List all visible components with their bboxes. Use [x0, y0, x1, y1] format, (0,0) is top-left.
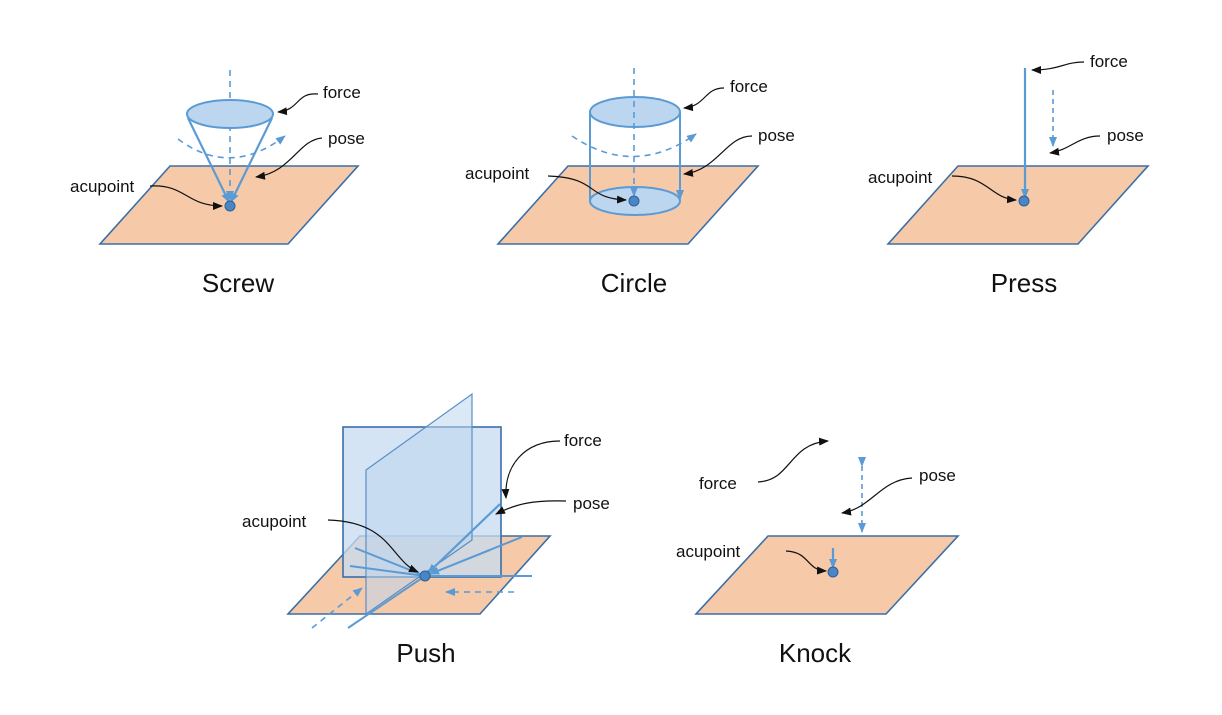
press-acupoint-dot	[1018, 195, 1030, 207]
knock-acupoint-label: acupoint	[676, 542, 741, 561]
push-force-arrow	[427, 503, 501, 574]
push-ray-2	[349, 565, 426, 577]
push-ray-5	[347, 575, 426, 629]
circle-panel: force pose acupoint Circle	[465, 68, 795, 298]
screw-acupoint-label: acupoint	[70, 177, 135, 196]
push-vertical-plane-diagonal	[365, 392, 473, 616]
push-ray-6	[429, 549, 491, 575]
screw-cone-right	[230, 117, 273, 203]
circle-cylinder-top	[589, 96, 681, 128]
knock-title: Knock	[779, 638, 852, 668]
knock-acupoint-callout	[785, 550, 827, 575]
circle-pose-label: pose	[758, 126, 795, 145]
push-pose-label: pose	[573, 494, 610, 513]
screw-rotation-arrow	[177, 135, 286, 159]
circle-acupoint-dot	[628, 195, 640, 207]
screw-panel: force pose acupoint Screw	[70, 70, 365, 298]
screw-title: Screw	[202, 268, 274, 298]
push-panel: force pose acupoint Push	[242, 392, 610, 668]
push-acupoint-label: acupoint	[242, 512, 307, 531]
press-pose-callout	[1049, 135, 1101, 156]
circle-force-label: force	[730, 77, 768, 96]
push-acupoint-callout	[327, 519, 419, 573]
knock-pose-callout	[841, 477, 913, 516]
screw-cone-left	[187, 117, 230, 203]
knock-force-callout	[757, 437, 829, 483]
circle-rotation-arrow	[571, 133, 697, 158]
circle-title: Circle	[601, 268, 667, 298]
screw-acupoint-callout	[149, 185, 223, 210]
press-title: Press	[991, 268, 1057, 298]
push-force-callout	[501, 440, 561, 499]
press-force-label: force	[1090, 52, 1128, 71]
knock-pose-label: pose	[919, 466, 956, 485]
press-pose-label: pose	[1107, 126, 1144, 145]
screw-force-label: force	[323, 83, 361, 102]
circle-force-callout	[683, 87, 725, 112]
press-panel: force pose acupoint Press	[868, 52, 1150, 298]
push-force-label: force	[564, 431, 602, 450]
push-title: Push	[396, 638, 455, 668]
press-acupoint-label: acupoint	[868, 168, 933, 187]
press-acupoint-callout	[951, 175, 1017, 204]
knock-force-label: force	[699, 474, 737, 493]
circle-pose-callout	[683, 135, 753, 177]
knock-acupoint-dot	[827, 566, 839, 578]
screw-force-callout	[277, 93, 319, 116]
knock-panel: force pose acupoint Knock	[676, 437, 960, 668]
circle-acupoint-callout	[547, 175, 627, 204]
screw-cone-top	[186, 99, 274, 129]
knock-skin-plane	[694, 535, 960, 615]
press-force-callout	[1031, 61, 1085, 74]
press-skin-plane	[886, 165, 1150, 245]
push-acupoint-dot	[419, 570, 431, 582]
screw-acupoint-dot	[224, 200, 236, 212]
screw-pose-label: pose	[328, 129, 365, 148]
screw-pose-callout	[255, 137, 323, 180]
circle-acupoint-label: acupoint	[465, 164, 530, 183]
push-pose-callout	[495, 500, 567, 515]
